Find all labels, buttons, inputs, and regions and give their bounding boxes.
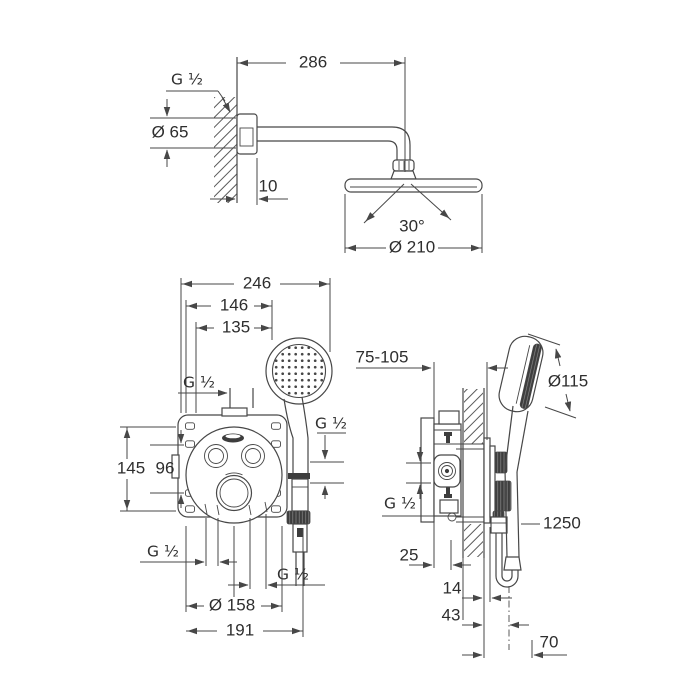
smartcontrol-button-side — [494, 451, 508, 474]
smartcontrol-button-right — [241, 444, 265, 468]
shower-arm-escutcheon — [236, 113, 258, 155]
wall-section-side — [462, 388, 485, 658]
dim-label-inner-offset: 135 — [222, 317, 250, 336]
thermostat-knob-side — [494, 480, 512, 512]
dim-label-head-diameter: Ø 210 — [389, 237, 435, 256]
dim-label-knob-protrusion: 43 — [442, 605, 461, 624]
dim-label-hose-offset: 146 — [220, 295, 248, 314]
dim-label-arm-projection: 286 — [299, 52, 327, 71]
dim-label-hose-length: 1250 — [543, 513, 581, 532]
dim-label-spray-angle: 30° — [399, 216, 425, 235]
dim-label-hand-shower-thread: G ¹⁄₂ — [315, 415, 347, 433]
smartcontrol-button-left — [204, 444, 228, 468]
dim-label-hand-shower-diameter: Ø115 — [548, 371, 588, 390]
dim-escutcheon-diameter: Ø 65 — [150, 99, 236, 167]
dim-bottom-left-thread: G ¹⁄₂ — [140, 518, 237, 566]
dim-label-wall-thread: G ¹⁄₂ — [171, 71, 203, 89]
concealed-mixer-front-view: 246 146 135 G ¹⁄₂ 145 96 — [114, 273, 347, 639]
dim-overall-width: 246 — [180, 273, 331, 413]
hand-shower-front — [265, 337, 333, 473]
dim-screw-spacing: 96 — [150, 430, 185, 508]
shower-hose — [495, 533, 519, 588]
dim-label-plate-height: 145 — [117, 458, 145, 477]
trim-sleeve — [456, 437, 496, 524]
dim-label-screw-spacing: 96 — [156, 458, 175, 477]
dim-hose-offset-side: 70 — [462, 632, 567, 659]
dim-trim-protrusion: 14 — [443, 527, 512, 602]
dim-label-width-to-holder: 191 — [226, 620, 254, 639]
hand-shower-side — [498, 335, 544, 571]
dim-label-top-outlet-thread: G ¹⁄₂ — [183, 374, 215, 392]
shower-arm — [257, 126, 411, 161]
dim-head-diameter: Ø 210 — [344, 194, 483, 256]
dim-hand-shower-diameter: Ø115 — [527, 333, 592, 419]
dim-plate-height: 145 — [114, 426, 176, 512]
dim-hose-offset: 146 — [185, 295, 273, 413]
dim-label-bottom-right-thread: G ¹⁄₂ — [277, 566, 309, 584]
dim-arm-projection: 286 — [237, 52, 406, 172]
dim-label-escutcheon-diameter: Ø 65 — [152, 122, 189, 141]
hose-cone — [503, 556, 522, 571]
rough-in-valve — [420, 410, 462, 523]
control-knobs-side — [490, 451, 512, 534]
dim-label-inlet-thread: G ¹⁄₂ — [384, 495, 416, 513]
dim-label-trim-diameter: Ø 158 — [209, 595, 255, 614]
dim-label-overall-width: 246 — [243, 273, 271, 292]
dim-label-bottom-left-thread: G ¹⁄₂ — [147, 543, 179, 561]
dim-label-box-depth: 25 — [400, 545, 419, 564]
dim-label-escutcheon-depth: 10 — [259, 176, 278, 195]
thermostat-trim — [185, 426, 283, 524]
dim-installation-depth: 75-105 — [356, 347, 508, 568]
dim-hand-shower-thread: G ¹⁄₂ — [310, 415, 347, 499]
ball-joint-nut — [390, 159, 417, 180]
dim-box-depth: 25 — [400, 540, 471, 570]
dim-label-trim-protrusion: 14 — [443, 578, 462, 597]
dim-inlet-thread: G ¹⁄₂ — [382, 447, 434, 517]
concealed-mixer-side-view: 75-105 Ø115 G ¹⁄₂ 1250 25 14 — [356, 333, 592, 659]
dim-bottom-right-thread: G ¹⁄₂ — [228, 514, 325, 589]
dim-label-hose-offset: 70 — [540, 632, 559, 651]
dim-wall-thread: G ¹⁄₂ — [166, 71, 231, 113]
head-shower-disc — [344, 178, 483, 193]
dim-label-installation-depth: 75-105 — [356, 347, 409, 366]
dim-width-to-holder: 191 — [186, 528, 304, 639]
head-shower-side-view: 30° 286 G ¹⁄₂ Ø 65 10 Ø 210 — [150, 52, 483, 256]
dim-inner-offset: 135 — [195, 317, 272, 413]
dim-trim-diameter: Ø 158 — [185, 526, 283, 614]
dim-spray-angle: 30° — [363, 183, 452, 235]
dim-escutcheon-depth: 10 — [210, 158, 288, 205]
dim-top-outlet-thread: G ¹⁄₂ — [178, 374, 228, 397]
dim-hose-length: 1250 — [521, 513, 581, 532]
dim-knob-protrusion: 43 — [442, 586, 529, 650]
wall-section — [214, 57, 238, 203]
thermostat-knob — [215, 474, 253, 512]
